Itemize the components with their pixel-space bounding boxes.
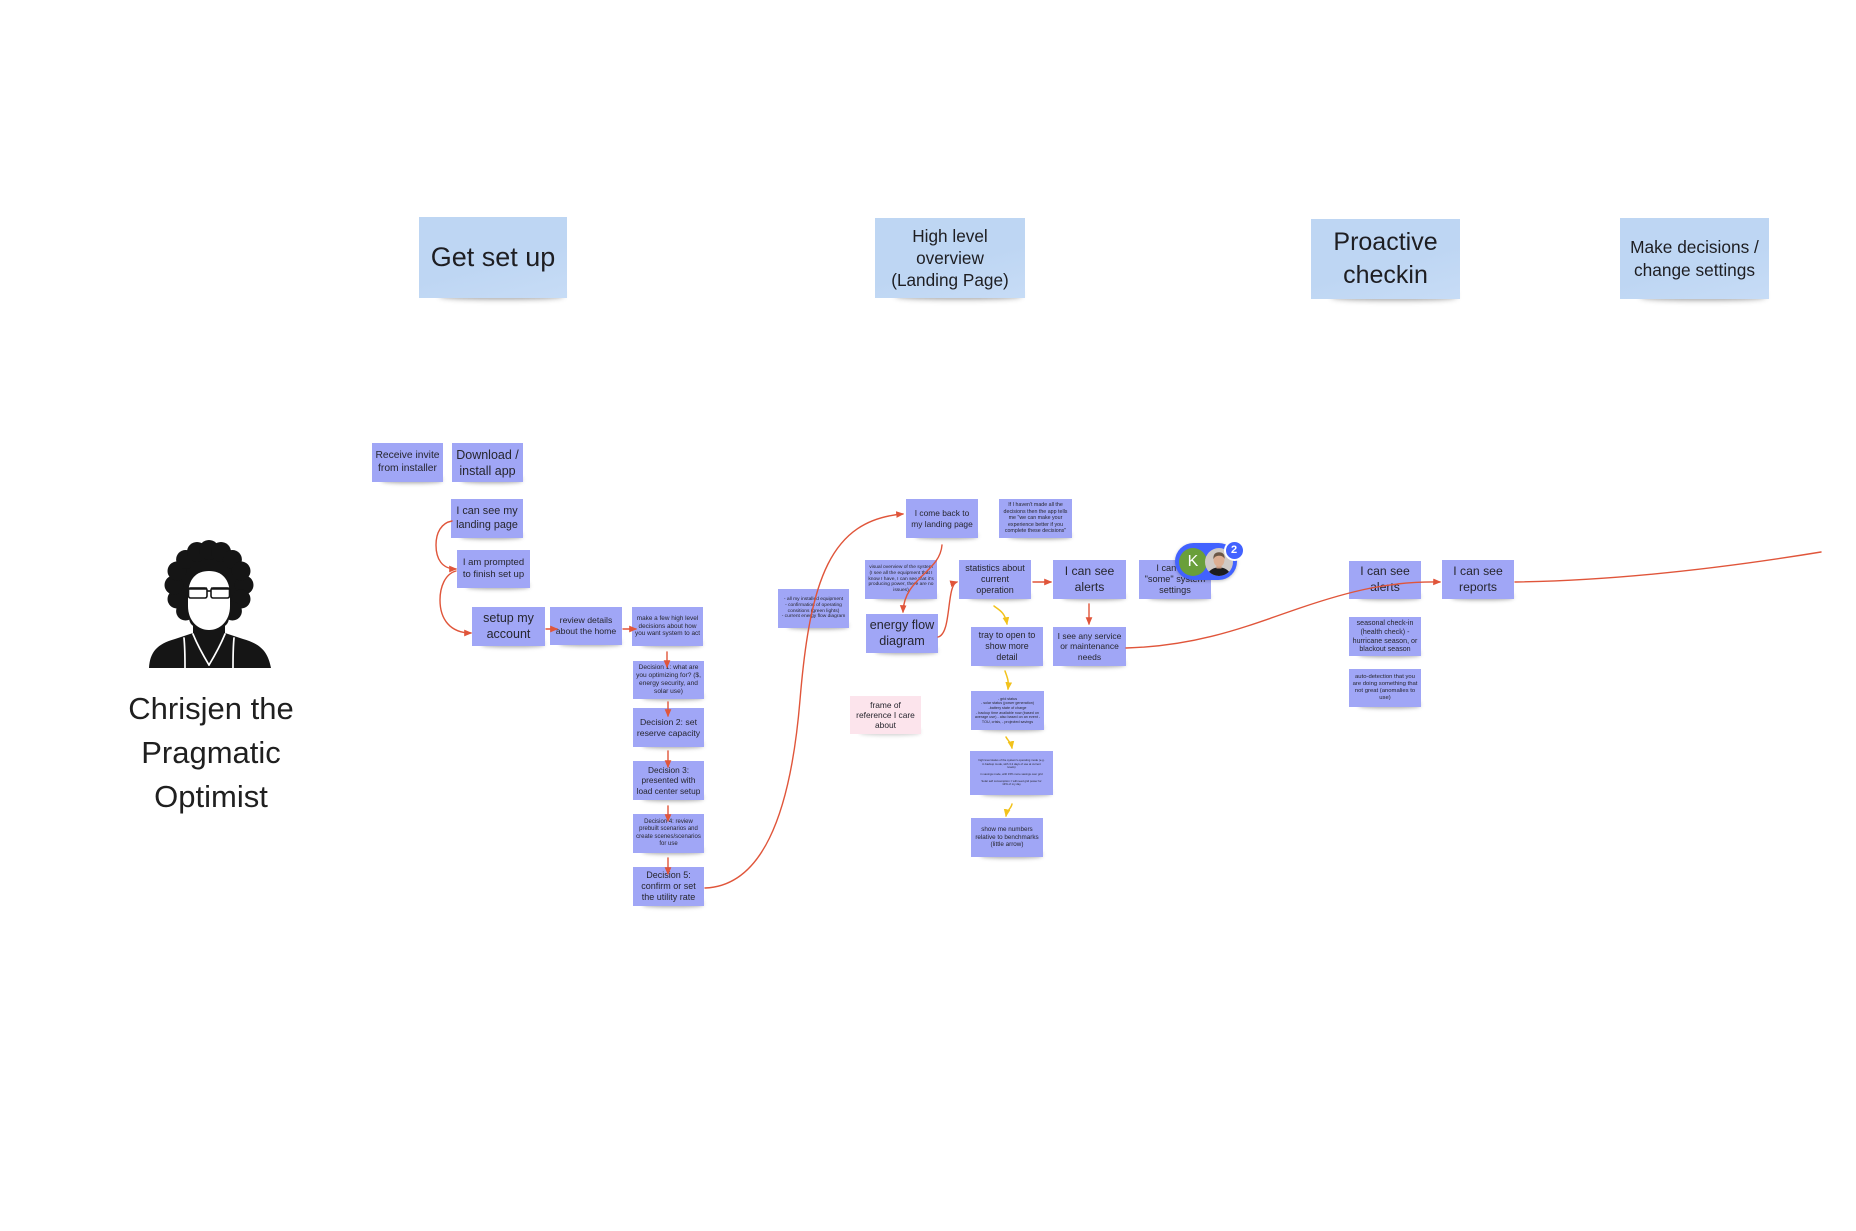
note-text: I see any service or maintenance needs — [1057, 630, 1122, 662]
note-text: - all my installed equipment - confirmat… — [781, 596, 846, 620]
note-text: frame of reference I care about — [856, 699, 915, 731]
collaborator-count-badge: 2 — [1223, 539, 1245, 561]
note-text: Decision 2: set reserve capacity — [636, 716, 701, 738]
note-text: Download / install app — [456, 447, 519, 478]
note-detail-tray[interactable]: tray to open to show more detail — [971, 627, 1043, 666]
note-text: make a few high level decisions about ho… — [635, 614, 700, 638]
note-text: review details about the home — [555, 615, 617, 636]
stage-title-text: Proactive checkin — [1333, 228, 1438, 289]
note-text: I am prompted to finish set up — [462, 557, 525, 580]
note-text: Decision 3: presented with load center s… — [636, 765, 701, 796]
note-text: I can see alerts — [1064, 563, 1115, 594]
note-download-app[interactable]: Download / install app — [452, 443, 523, 482]
note-text: energy flow diagram — [869, 618, 935, 648]
connector-statistics-to-tray[interactable] — [993, 605, 1010, 626]
note-high-level-decisions[interactable]: make a few high level decisions about ho… — [632, 607, 703, 646]
note-text: auto-detection that you are doing someth… — [1352, 673, 1418, 702]
connector-come-back-to-energy-flow[interactable] — [899, 544, 943, 614]
persona-body — [149, 624, 271, 668]
note-current-operation-stats[interactable]: statistics about current operation — [959, 560, 1031, 599]
connector-tray-to-status-list[interactable] — [1004, 670, 1013, 691]
note-operating-mode-status[interactable]: high level status of the system's operat… — [970, 751, 1053, 795]
note-incomplete-decisions-prompt[interactable]: If I haven't made all the decisions then… — [999, 499, 1072, 538]
stage-title-text: Get set up — [430, 242, 556, 273]
note-text: visual overview of the system (I see all… — [868, 564, 934, 594]
connector-prompted-to-setup-account[interactable] — [439, 570, 473, 637]
note-receive-invite[interactable]: Receive invite from installer — [372, 443, 443, 482]
note-seasonal-checkin[interactable]: seasonal check-in (health check) - hurri… — [1349, 617, 1421, 656]
note-text: Receive invite from installer — [375, 449, 440, 474]
note-text: Decision 4: review prebuilt scenarios an… — [636, 818, 701, 847]
connector-status-list-to-operating-mode[interactable] — [1005, 736, 1015, 750]
note-anomaly-detection[interactable]: auto-detection that you are doing someth… — [1349, 669, 1421, 707]
note-energy-flow-diagram[interactable]: energy flow diagram — [866, 614, 938, 653]
stage-header-proactive-checkin[interactable]: Proactive checkin — [1311, 219, 1460, 299]
note-checkin-alerts[interactable]: I can see alerts — [1349, 561, 1421, 599]
stage-title-text: Make decisions / change settings — [1630, 236, 1759, 280]
note-text: I can see alerts — [1360, 564, 1410, 594]
note-text: seasonal check-in (health check) - hurri… — [1352, 619, 1418, 654]
note-see-reports[interactable]: I can see reports — [1442, 560, 1514, 599]
connector-operating-mode-to-benchmarks[interactable] — [1003, 803, 1013, 818]
stage-header-make-decisions[interactable]: Make decisions / change settings — [1620, 218, 1769, 299]
note-status-list[interactable]: - grid status - solar status (power gene… — [971, 691, 1044, 730]
note-text: setup my account — [483, 611, 534, 641]
collaborator-initial-text: K — [1187, 552, 1199, 570]
note-text: If I haven't made all the decisions then… — [1003, 502, 1068, 535]
stage-header-get-set-up[interactable]: Get set up — [419, 217, 567, 298]
persona-name[interactable]: Chrisjen the Pragmatic Optimist — [128, 691, 294, 814]
note-text: I can see "some" system settings — [1144, 562, 1206, 596]
stage-title-text: High level overview (Landing Page) — [891, 226, 1009, 290]
note-see-landing-page[interactable]: I can see my landing page — [451, 499, 523, 538]
note-text: Decision 1: what are you optimizing for?… — [636, 663, 701, 696]
note-text: I can see reports — [1453, 563, 1503, 594]
note-benchmark-numbers[interactable]: show me numbers relative to benchmarks (… — [971, 818, 1043, 857]
persona-avatar-icon[interactable] — [148, 540, 273, 668]
collaborator-avatar-initial[interactable]: K — [1179, 547, 1207, 576]
note-text: high level status of the system's operat… — [978, 758, 1045, 787]
stage-header-high-level-overview[interactable]: High level overview (Landing Page) — [875, 218, 1025, 298]
note-see-alerts[interactable]: I can see alerts — [1053, 560, 1126, 599]
note-setup-account[interactable]: setup my account — [472, 607, 545, 646]
note-decision-1[interactable]: Decision 1: what are you optimizing for?… — [633, 661, 704, 699]
collaborator-presence[interactable]: K 2 — [1175, 539, 1245, 580]
note-text: show me numbers relative to benchmarks (… — [975, 825, 1039, 849]
connector-landing-to-prompted[interactable] — [435, 520, 458, 573]
note-text: statistics about current operation — [965, 563, 1025, 595]
connector-energy-flow-to-statistics[interactable] — [937, 580, 959, 638]
note-come-back-landing[interactable]: I come back to my landing page — [906, 499, 978, 538]
note-frame-of-reference[interactable]: frame of reference I care about — [850, 696, 921, 734]
connector-decision-5-to-come-back[interactable] — [704, 511, 905, 889]
note-text: Decision 5: confirm or set the utility r… — [641, 870, 696, 902]
note-text: - grid status - solar status (power gene… — [974, 696, 1041, 724]
persona-glasses — [187, 587, 231, 599]
note-review-home-details[interactable]: review details about the home — [550, 607, 622, 645]
note-prompted-finish-setup[interactable]: I am prompted to finish set up — [457, 550, 530, 588]
persona-face — [188, 571, 230, 630]
connector-service-to-reports[interactable] — [1125, 578, 1442, 649]
note-service-needs[interactable]: I see any service or maintenance needs — [1053, 627, 1126, 666]
note-installed-equipment-summary[interactable]: - all my installed equipment - confirmat… — [778, 589, 849, 628]
note-visual-overview[interactable]: visual overview of the system (I see all… — [865, 560, 937, 599]
connector-reports-outgoing[interactable] — [1514, 551, 1822, 583]
persona-jacket-lines — [183, 633, 235, 668]
note-text: tray to open to show more detail — [978, 630, 1036, 662]
note-text: I can see my landing page — [456, 505, 518, 531]
note-text: I come back to my landing page — [911, 508, 973, 529]
